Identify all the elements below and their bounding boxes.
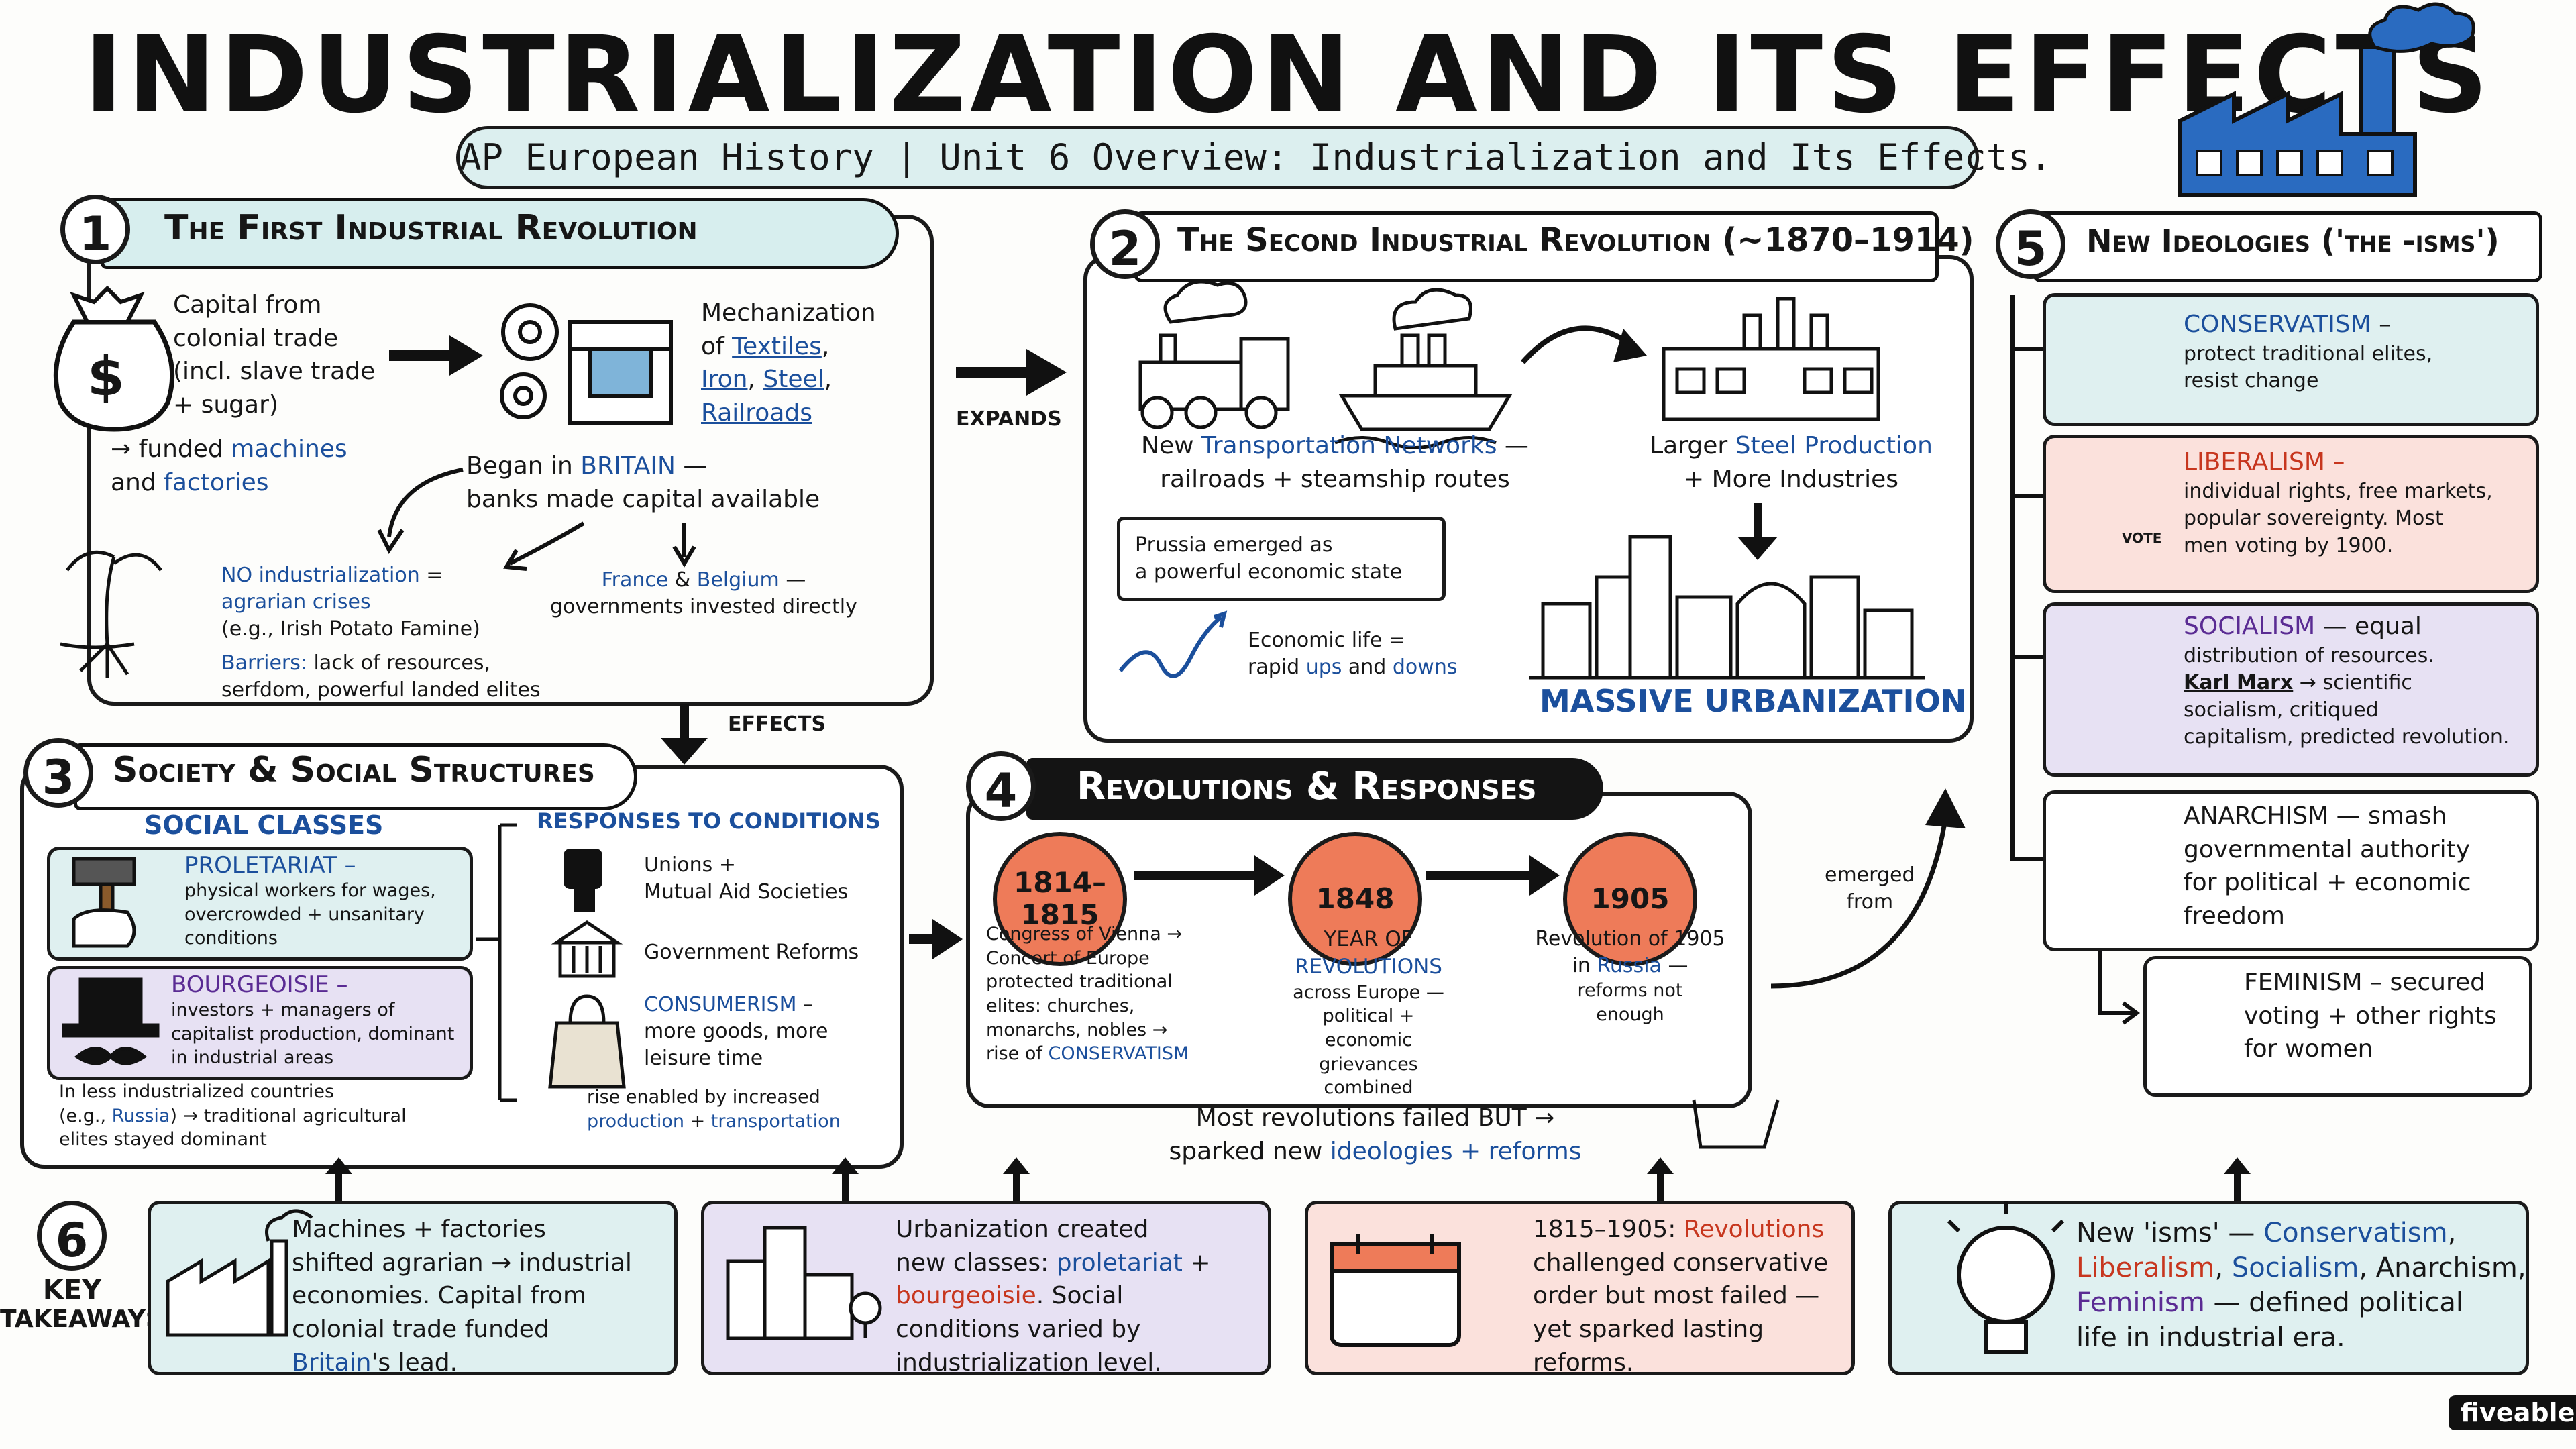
gears-loom-icon [500, 303, 673, 425]
section1-title: The First Industrial Revolution [164, 208, 698, 248]
conservatism-text: CONSERVATISM – protect traditional elite… [2184, 311, 2433, 393]
steel-factory-icon [1662, 297, 1880, 421]
circle-1814-1815: 1814–1815 [993, 832, 1127, 966]
section4-number: 4 [966, 751, 1036, 821]
wave-graph-icon [1118, 610, 1228, 678]
transport-text: New Transportation Networks — railroads … [1141, 432, 1529, 493]
circle-1848: 1848 [1288, 832, 1422, 966]
calendar-icon [1330, 1234, 1461, 1347]
expands-label: EXPANDS [956, 407, 1062, 431]
section2-header-bar [1134, 211, 1939, 282]
france-belgium-text: France & Belgium — governments invested … [550, 568, 857, 619]
section2-number: 2 [1090, 209, 1160, 279]
massive-urbanization: MASSIVE URBANIZATION [1540, 683, 1967, 719]
revolutions-footer: Most revolutions failed BUT → sparked ne… [1169, 1104, 1582, 1165]
section3-header-bar [74, 743, 637, 810]
section6-number: 6 [37, 1201, 107, 1271]
gov-reforms-text: Government Reforms [644, 941, 859, 964]
section3-number: 3 [23, 738, 93, 808]
feminism-box [2143, 956, 2532, 1097]
capital-text: Capital from colonial trade (incl. slave… [173, 291, 376, 419]
government-building-icon [551, 920, 623, 978]
unions-text: Unions + Mutual Aid Societies [644, 853, 849, 904]
shopping-bag-icon [548, 994, 626, 1089]
economic-life-text: Economic life = rapid ups and downs [1248, 629, 1458, 680]
year-revolutions-text: YEAR OF REVOLUTIONS across Europe —polit… [1293, 927, 1444, 1099]
liberalism-text: LIBERALISM – individual rights, free mar… [2184, 448, 2493, 557]
rise-enabled-text: rise enabled by increased production + t… [587, 1087, 841, 1132]
takeaway-1 [148, 1201, 678, 1375]
takeaway-2-text: Urbanization created new classes: prolet… [896, 1216, 1211, 1377]
effects-label: EFFECTS [728, 712, 826, 736]
page-title: INDUSTRIALIZATION AND ITS EFFECTS [83, 13, 2493, 137]
socialism-text: SOCIALISM — equal distribution of resour… [2184, 612, 2510, 749]
no-industrialization-text: NO industrialization = agrarian crises (… [221, 564, 541, 702]
factory-logo-icon [2178, 2, 2475, 197]
section5-number: 5 [1996, 209, 2065, 279]
section4-header-bar [1026, 758, 1603, 820]
hammer-fist-icon [72, 857, 136, 948]
page-subtitle: AP European History | Unit 6 Overview: I… [456, 126, 2051, 189]
mechanization-text: Mechanization of Textiles, Iron, Steel, … [701, 299, 876, 427]
top-hat-icon [62, 977, 160, 1065]
section2-title: The Second Industrial Revolution (~1870–… [1177, 221, 1974, 259]
circle-1905: 1905 [1563, 832, 1697, 966]
brand-logo[interactable]: fiveable [2449, 1395, 2576, 1430]
less-industrialized-text: In less industrialized countries (e.g., … [59, 1081, 407, 1150]
factory-icon [166, 1209, 313, 1337]
lightbulb-icon [1947, 1201, 2065, 1354]
proletariat-text: PROLETARIAT – physical workers for wages… [184, 852, 436, 949]
anarchism-box [2043, 790, 2539, 951]
congress-vienna-text: Congress of Vienna →Concert of Europe pr… [986, 924, 1189, 1065]
revolution-1905-text: Revolution of 1905 in Russia — reforms n… [1535, 927, 1725, 1025]
vote-label: VOTE [2122, 530, 2162, 546]
feminism-text: FEMINISM – secured voting + other rights… [2244, 969, 2497, 1063]
buildings-icon [726, 1226, 882, 1340]
section1-number: 1 [60, 195, 130, 264]
prussia-box: Prussia emerged as a powerful economic s… [1117, 517, 1446, 602]
section5-header-bar [2033, 211, 2542, 282]
dollar-sign: $ [87, 345, 125, 408]
began-britain-text: Began in BRITAIN — banks made capital av… [466, 452, 820, 513]
dying-plant-icon [60, 550, 162, 678]
anarchism-text: ANARCHISM — smash governmental authority… [2184, 802, 2471, 930]
steamship-icon [1334, 288, 1513, 449]
section5-title: New Ideologies ('the -isms') [2086, 223, 2500, 259]
takeaway-3-text: 1815–1905: Revolutions challenged conser… [1533, 1216, 1829, 1377]
liberalism-box [2043, 435, 2539, 593]
section4-title: Revolutions & Responses [1077, 765, 1537, 808]
funded-text: → funded machines and factories [111, 435, 347, 496]
money-bag-icon [53, 285, 175, 432]
social-classes-label: SOCIAL CLASSES [144, 810, 384, 840]
raised-fist-icon [564, 849, 602, 912]
takeaway-4-text: New 'isms' — Conservatism, Liberalism, S… [2076, 1218, 2526, 1353]
responses-label: RESPONSES TO CONDITIONS [537, 808, 881, 834]
consumerism-text: CONSUMERISM – more goods, more leisure t… [644, 993, 828, 1071]
conservatism-box [2043, 293, 2539, 426]
bourgeoisie-text: BOURGEOISIE – investors + managers of ca… [171, 971, 455, 1069]
steel-text: Larger Steel Production + More Industrie… [1650, 432, 1933, 493]
socialism-box [2043, 602, 2539, 777]
section3-title: Society & Social Structures [113, 750, 595, 790]
train-icon [1138, 280, 1290, 429]
city-skyline-icon [1529, 535, 1925, 680]
section1-header-bar [101, 198, 899, 269]
